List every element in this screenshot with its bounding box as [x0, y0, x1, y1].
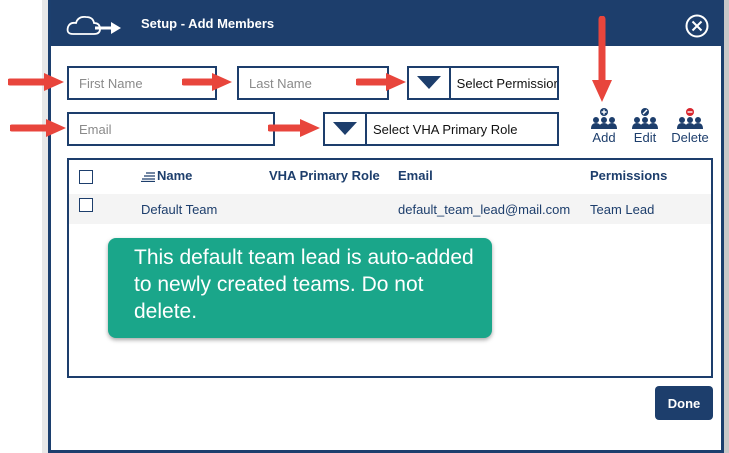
callout-note: This default team lead is auto-added to … [108, 238, 492, 338]
delete-label: Delete [671, 130, 709, 145]
done-button[interactable]: Done [655, 386, 713, 420]
close-icon[interactable] [685, 14, 709, 38]
sort-icon [141, 171, 155, 182]
column-name-label: Name [157, 168, 193, 183]
chevron-down-icon [416, 76, 441, 89]
background-strip [42, 0, 48, 453]
select-all-checkbox[interactable] [79, 170, 93, 184]
add-members-icon [591, 108, 617, 129]
permissions-select[interactable]: Select Permissior [407, 66, 559, 100]
column-header-role[interactable]: VHA Primary Role [269, 168, 380, 183]
delete-members-icon [677, 108, 703, 129]
vha-role-dropdown-toggle[interactable] [325, 114, 367, 144]
background-right [724, 0, 729, 453]
setup-dialog: Setup - Add Members First Name Last Name… [48, 0, 724, 453]
table-row[interactable]: Default Team default_team_lead@mail.com … [69, 194, 711, 224]
background-left [0, 0, 48, 453]
cloud-arrow-icon [66, 15, 121, 35]
email-placeholder: Email [79, 121, 112, 137]
dialog-titlebar: Setup - Add Members [51, 0, 721, 46]
row-name: Default Team [141, 202, 218, 217]
arrow-right-icon [182, 73, 232, 91]
email-input[interactable]: Email [67, 112, 275, 146]
column-header-email[interactable]: Email [398, 168, 433, 183]
arrow-down-icon [592, 16, 612, 102]
chevron-down-icon [333, 122, 357, 135]
add-member-button[interactable]: Add [583, 108, 625, 145]
add-label: Add [592, 130, 616, 145]
arrow-right-icon [268, 119, 320, 137]
row-email: default_team_lead@mail.com [398, 202, 571, 217]
edit-member-button[interactable]: Edit [624, 108, 666, 145]
row-permissions: Team Lead [590, 202, 655, 217]
edit-label: Edit [633, 130, 657, 145]
column-header-permissions[interactable]: Permissions [590, 168, 668, 183]
permissions-select-label: Select Permissior [456, 75, 557, 91]
delete-member-button[interactable]: Delete [667, 108, 713, 145]
edit-members-icon [632, 108, 658, 129]
vha-role-select-label: Select VHA Primary Role [373, 121, 518, 137]
permissions-dropdown-toggle[interactable] [409, 68, 451, 98]
arrow-right-icon [10, 119, 66, 137]
vha-role-select[interactable]: Select VHA Primary Role [323, 112, 559, 146]
last-name-placeholder: Last Name [249, 75, 312, 91]
first-name-placeholder: First Name [79, 75, 143, 91]
column-header-name[interactable]: Name [141, 168, 192, 183]
arrow-right-icon [356, 73, 406, 91]
arrow-right-icon [8, 73, 64, 91]
row-checkbox[interactable] [79, 198, 93, 212]
dialog-title: Setup - Add Members [141, 16, 275, 31]
